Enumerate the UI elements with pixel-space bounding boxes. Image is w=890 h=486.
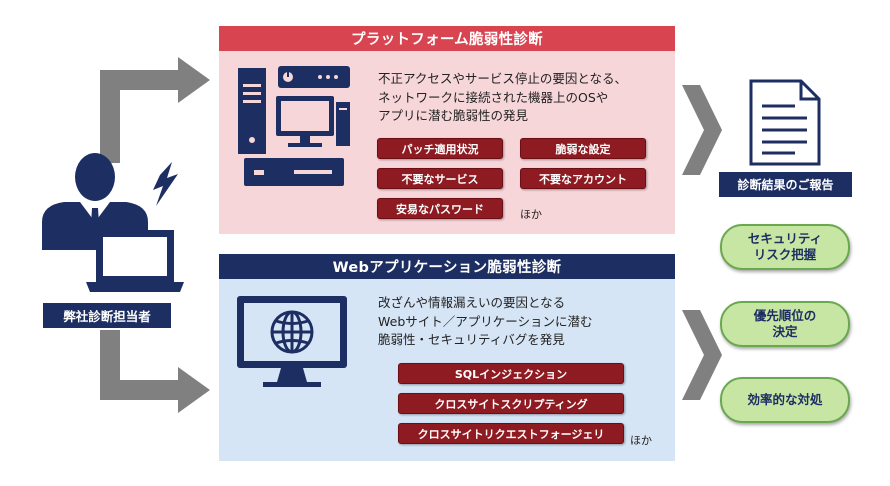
tag-weak-config: 脆弱な設定: [520, 138, 646, 159]
person-figure: [34, 150, 184, 305]
web-monitor-icon: [237, 296, 347, 387]
benefit-line: 決定: [772, 324, 798, 339]
platform-more: ほか: [520, 208, 542, 221]
person-label: 弊社診断担当者: [43, 303, 171, 328]
web-description: 改ざんや情報漏えいの要因となる Webサイト／アプリケーションに潜む 脆弱性・セ…: [378, 294, 668, 350]
arrow-to-web: [100, 330, 210, 413]
lightning-icon: [153, 162, 178, 206]
tag-unneeded-service: 不要なサービス: [377, 168, 503, 189]
platform-title: プラットフォーム脆弱性診断: [219, 26, 675, 51]
platform-description-line: 不正アクセスやサービス停止の要因となる、: [378, 71, 628, 86]
chevron-to-report: [682, 85, 722, 175]
globe-icon: [270, 310, 314, 354]
platform-description: 不正アクセスやサービス停止の要因となる、 ネットワークに接続された機器上のOSや…: [378, 70, 668, 126]
document-icon: [749, 79, 821, 166]
report-label: 診断結果のご報告: [719, 172, 852, 197]
web-more: ほか: [630, 434, 652, 447]
platform-description-line: ネットワークに接続された機器上のOSや: [378, 89, 609, 105]
web-description-line: 脆弱性・セキュリティバグを発見: [378, 332, 565, 347]
tag-weak-password: 安易なパスワード: [377, 198, 503, 219]
web-title: Webアプリケーション脆弱性診断: [219, 254, 675, 279]
server-pc-icon: [238, 66, 350, 186]
chevron-to-benefits: [682, 310, 722, 400]
benefit-line: 効率的な対処: [747, 392, 823, 407]
platform-description-line: アプリに潜む脆弱性の発見: [378, 108, 529, 123]
tag-patch-status: パッチ適用状況: [377, 138, 503, 159]
benefit-efficient-response: 効率的な対処: [720, 377, 850, 423]
tag-unneeded-account: 不要なアカウント: [520, 168, 646, 189]
tag-xss: クロスサイトスクリプティング: [398, 393, 624, 414]
benefit-line: 優先順位の: [753, 308, 817, 323]
benefit-prioritization: 優先順位の 決定: [720, 301, 850, 347]
web-description-line: 改ざんや情報漏えいの要因となる: [378, 295, 566, 310]
tag-csrf: クロスサイトリクエストフォージェリ: [398, 423, 624, 444]
benefit-line: セキュリティ: [747, 231, 823, 246]
person-icon: [42, 153, 184, 292]
arrow-to-platform: [100, 57, 210, 163]
web-description-line: Webサイト／アプリケーションに潜む: [378, 313, 593, 329]
benefit-risk-awareness: セキュリティ リスク把握: [720, 224, 850, 270]
benefit-line: リスク把握: [753, 247, 817, 262]
tag-sql-injection: SQLインジェクション: [398, 363, 624, 384]
